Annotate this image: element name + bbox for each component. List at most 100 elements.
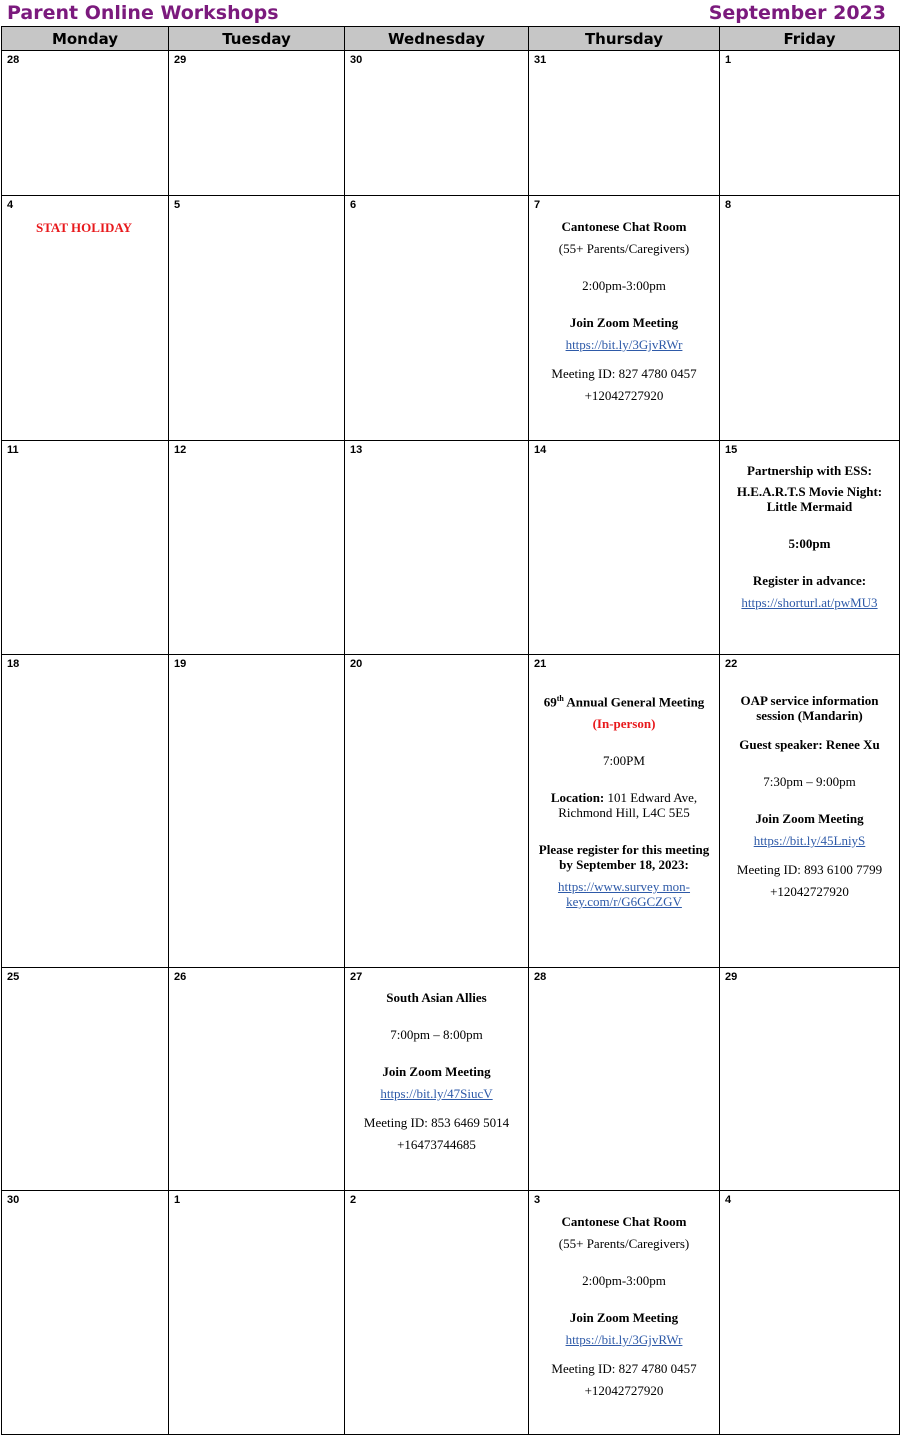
agm-number: 69: [543, 694, 557, 710]
event-oap-session: OAP service information session (Mandari…: [720, 671, 899, 899]
day-number: 26: [174, 971, 187, 983]
weekday-friday: Friday: [719, 26, 900, 51]
day-cell: 18: [1, 654, 169, 968]
event-title: OAP service information session (Mandari…: [740, 693, 879, 723]
week-row: 11 12 13 14 15 Partnership with ESS: H.E…: [1, 440, 900, 655]
location-value: 101 Edward Ave, Richmond Hill, L4C 5E5: [558, 790, 698, 821]
event-cantonese-chat: Cantonese Chat Room (55+ Parents/Caregiv…: [529, 212, 719, 403]
day-cell: 4: [719, 1190, 900, 1435]
event-join-label: Join Zoom Meeting: [382, 1064, 491, 1079]
event-register-label: Register in advance:: [752, 573, 867, 588]
zoom-link[interactable]: https://bit.ly/47SiucV: [380, 1086, 493, 1101]
day-number: 27: [350, 971, 363, 983]
agm-ordinal: th: [556, 694, 564, 703]
day-number: 25: [7, 971, 20, 983]
event-title: Cantonese Chat Room: [561, 1214, 687, 1229]
day-cell: 5: [168, 195, 345, 441]
event-agm: 69th Annual General Meeting (In-person) …: [529, 671, 719, 909]
day-number: 1: [174, 1194, 181, 1206]
day-number: 13: [350, 444, 363, 456]
day-cell: 22 OAP service information session (Mand…: [719, 654, 900, 968]
meeting-phone: +12042727920: [584, 388, 664, 403]
event-location: Location: 101 Edward Ave, Richmond Hill,…: [535, 790, 713, 820]
day-cell: 30: [344, 50, 529, 196]
day-cell: 20: [344, 654, 529, 968]
week-row: 18 19 20 21 69th Annual General Meeting …: [1, 654, 900, 968]
day-cell: 30: [1, 1190, 169, 1435]
meeting-id: Meeting ID: 827 4780 0457: [551, 366, 697, 381]
event-cantonese-chat: Cantonese Chat Room (55+ Parents/Caregiv…: [529, 1207, 719, 1398]
day-number: 1: [725, 54, 732, 66]
weekday-tuesday: Tuesday: [168, 26, 345, 51]
day-cell: 28: [1, 50, 169, 196]
day-number: 22: [725, 658, 738, 670]
meeting-phone: +12042727920: [584, 1383, 664, 1398]
day-number: 11: [7, 444, 19, 456]
day-cell: 15 Partnership with ESS: H.E.A.R.T.S Mov…: [719, 440, 900, 655]
event-partner: Partnership with ESS:: [747, 463, 872, 478]
day-cell: 14: [528, 440, 720, 655]
day-cell: 6: [344, 195, 529, 441]
zoom-link[interactable]: https://bit.ly/3GjvRWr: [565, 1332, 683, 1347]
event-time: 7:00pm – 8:00pm: [390, 1027, 483, 1042]
day-number: 28: [534, 971, 547, 983]
day-cell: 19: [168, 654, 345, 968]
survey-link[interactable]: https://www.survey mon-key.com/r/G6GCZGV: [557, 879, 691, 910]
event-time: 2:00pm-3:00pm: [582, 278, 666, 293]
event-speaker: Guest speaker: Renee Xu: [739, 737, 880, 752]
zoom-link[interactable]: https://bit.ly/45LniyS: [753, 833, 866, 848]
event-title: H.E.A.R.T.S Movie Night: Little Mermaid: [736, 484, 883, 514]
event-audience: (55+ Parents/Caregivers): [558, 1236, 690, 1251]
day-cell: 8: [719, 195, 900, 441]
day-number: 4: [7, 199, 14, 211]
day-cell: 13: [344, 440, 529, 655]
day-cell: 11: [1, 440, 169, 655]
event-time: 2:00pm-3:00pm: [582, 1273, 666, 1288]
agm-title: Annual General Meeting: [563, 694, 705, 710]
day-number: 28: [7, 54, 20, 66]
event-join-label: Join Zoom Meeting: [569, 1310, 679, 1325]
day-number: 7: [534, 199, 541, 211]
day-cell: 29: [719, 967, 900, 1191]
event-title: South Asian Allies: [386, 990, 487, 1005]
day-number: 19: [174, 658, 187, 670]
day-number: 14: [534, 444, 547, 456]
day-cell: 4 STAT HOLIDAY: [1, 195, 169, 441]
week-row: 4 STAT HOLIDAY 5 6 7 Cantonese Chat Room…: [1, 195, 900, 441]
day-number: 29: [725, 971, 738, 983]
day-number: 30: [350, 54, 363, 66]
location-label: Location:: [550, 790, 605, 806]
weekday-thursday: Thursday: [528, 26, 720, 51]
weekday-monday: Monday: [1, 26, 169, 51]
register-link[interactable]: https://shorturl.at/pwMU3: [741, 595, 878, 610]
meeting-id: Meeting ID: 827 4780 0457: [551, 1361, 697, 1376]
event-register-label: Please register for this meeting by Sept…: [538, 842, 710, 873]
day-cell: 1: [719, 50, 900, 196]
calendar-table: Monday Tuesday Wednesday Thursday Friday…: [1, 26, 900, 1435]
day-cell: 25: [1, 967, 169, 1191]
event-title: 69th Annual General Meeting: [535, 691, 713, 709]
zoom-link[interactable]: https://bit.ly/3GjvRWr: [565, 337, 683, 352]
event-mode: (In-person): [592, 716, 656, 732]
day-cell: 21 69th Annual General Meeting (In-perso…: [528, 654, 720, 968]
day-number: 31: [534, 54, 547, 66]
stat-holiday-label: STAT HOLIDAY: [36, 220, 132, 235]
day-number: 2: [350, 1194, 357, 1206]
event-audience: (55+ Parents/Caregivers): [558, 241, 690, 256]
day-cell: 28: [528, 967, 720, 1191]
day-cell: 1: [168, 1190, 345, 1435]
day-cell: 2: [344, 1190, 529, 1435]
day-number: 30: [7, 1194, 20, 1206]
event-movie-night: Partnership with ESS: H.E.A.R.T.S Movie …: [720, 457, 899, 610]
day-number: 3: [534, 1194, 541, 1206]
weekday-header-row: Monday Tuesday Wednesday Thursday Friday: [1, 26, 900, 51]
event-time: 5:00pm: [788, 536, 831, 551]
day-cell: 26: [168, 967, 345, 1191]
meeting-phone: +16473744685: [397, 1137, 476, 1152]
meeting-id: Meeting ID: 853 6469 5014: [363, 1115, 510, 1130]
event-south-asian-allies: South Asian Allies 7:00pm – 8:00pm Join …: [345, 984, 528, 1152]
event-join-label: Join Zoom Meeting: [755, 811, 864, 826]
title-bar: Parent Online Workshops September 2023: [0, 0, 900, 27]
meeting-id: Meeting ID: 893 6100 7799: [736, 862, 883, 877]
day-number: 21: [534, 658, 547, 670]
